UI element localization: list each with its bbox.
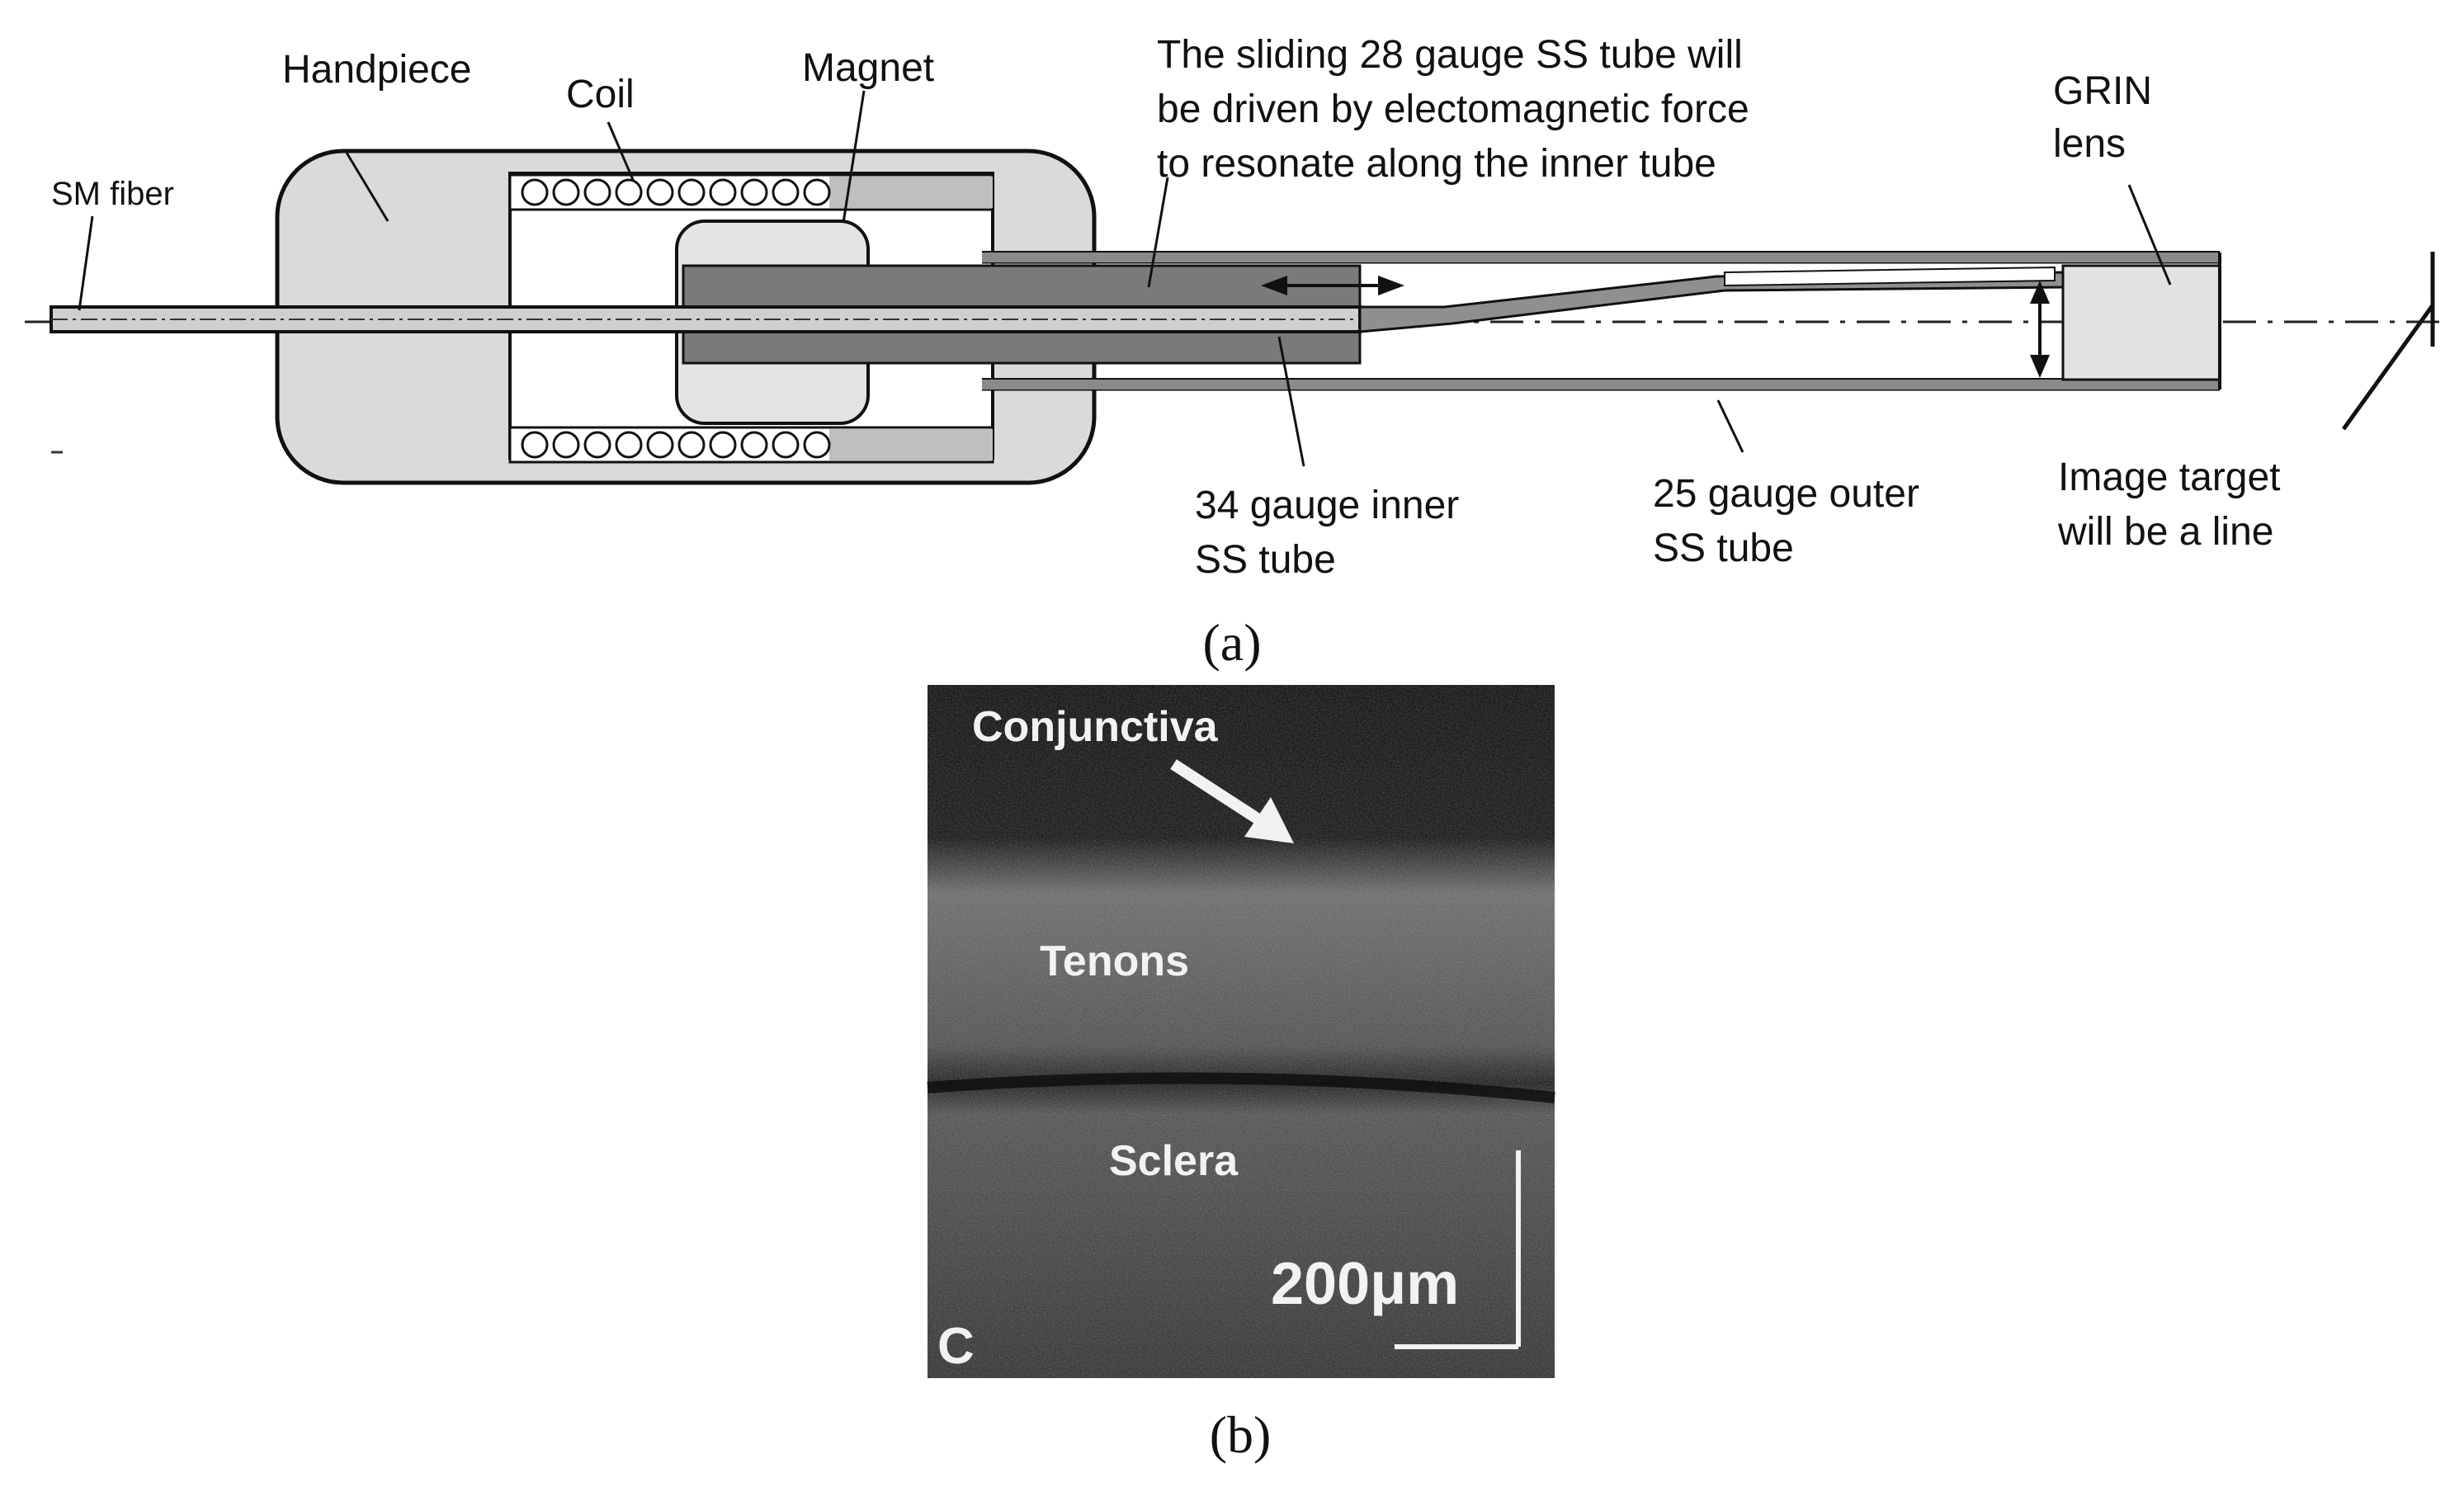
label-conjunctiva: Conjunctiva bbox=[972, 703, 1219, 751]
label-inner-tube-2: SS tube bbox=[1195, 538, 1336, 582]
coil-loop bbox=[646, 431, 674, 459]
coil-loop bbox=[709, 178, 737, 206]
coil-loop bbox=[646, 178, 674, 206]
label-coil: Coil bbox=[566, 73, 635, 116]
label-handpiece: Handpiece bbox=[282, 48, 472, 92]
label-grin-lens-1: GRIN bbox=[2053, 69, 2152, 113]
coil-loop bbox=[583, 178, 611, 206]
coil-loop bbox=[552, 431, 580, 459]
coil-bottom bbox=[508, 426, 994, 464]
label-sliding-note-1: The sliding 28 gauge SS tube will bbox=[1157, 33, 1743, 77]
label-magnet: Magnet bbox=[802, 46, 934, 90]
coil-loop bbox=[709, 431, 737, 459]
slide-direction-arrow bbox=[1261, 276, 1404, 295]
label-image-target-2: will be a line bbox=[2057, 510, 2273, 554]
outer-tube bbox=[982, 251, 2220, 391]
label-grin-lens-2: lens bbox=[2053, 122, 2126, 166]
leader-lines bbox=[78, 90, 2172, 467]
coil-loop bbox=[521, 431, 549, 459]
label-outer-tube-2: SS tube bbox=[1653, 526, 1794, 570]
scale-bar bbox=[1395, 1150, 1521, 1349]
probe-diagram: SM fiber Handpiece Coil Magnet The slidi… bbox=[25, 33, 2443, 582]
image-target-line bbox=[2341, 304, 2435, 431]
label-image-target-1: Image target bbox=[2058, 456, 2280, 499]
scan-direction-arrow bbox=[2030, 281, 2050, 378]
coil-loop bbox=[677, 431, 706, 459]
caption-a: (a) bbox=[1202, 613, 1261, 672]
coil-loop bbox=[803, 431, 831, 459]
coil-loop bbox=[740, 178, 768, 206]
coil-loop bbox=[740, 431, 768, 459]
label-panel-letter: C bbox=[937, 1318, 975, 1375]
grin-lens bbox=[2061, 264, 2221, 381]
label-tenons: Tenons bbox=[1040, 937, 1189, 985]
coil-loop bbox=[772, 431, 800, 459]
label-outer-tube-1: 25 gauge outer bbox=[1653, 472, 1919, 516]
caption-b: (b) bbox=[1210, 1405, 1272, 1464]
coil-top bbox=[508, 173, 994, 211]
coil-loop bbox=[615, 178, 643, 206]
label-sliding-note-2: be driven by electomagnetic force bbox=[1157, 87, 1749, 131]
label-inner-tube-1: 34 gauge inner bbox=[1195, 484, 1459, 527]
label-sm-fiber: SM fiber bbox=[51, 176, 174, 212]
coil-loop bbox=[615, 431, 643, 459]
coil-loop bbox=[583, 431, 611, 459]
label-sclera: Sclera bbox=[1109, 1137, 1239, 1185]
label-scale-bar: 200μm bbox=[1271, 1251, 1459, 1317]
label-sliding-note-3: to resonate along the inner tube bbox=[1157, 142, 1716, 186]
coil-loop bbox=[552, 178, 580, 206]
coil-loop bbox=[677, 178, 706, 206]
conjunctiva-arrow bbox=[1170, 759, 1294, 843]
coil-loop bbox=[521, 178, 549, 206]
coil-loop bbox=[803, 178, 831, 206]
coil-loop bbox=[772, 178, 800, 206]
oct-image: Conjunctiva Tenons Sclera 200μm C bbox=[927, 685, 1555, 1378]
